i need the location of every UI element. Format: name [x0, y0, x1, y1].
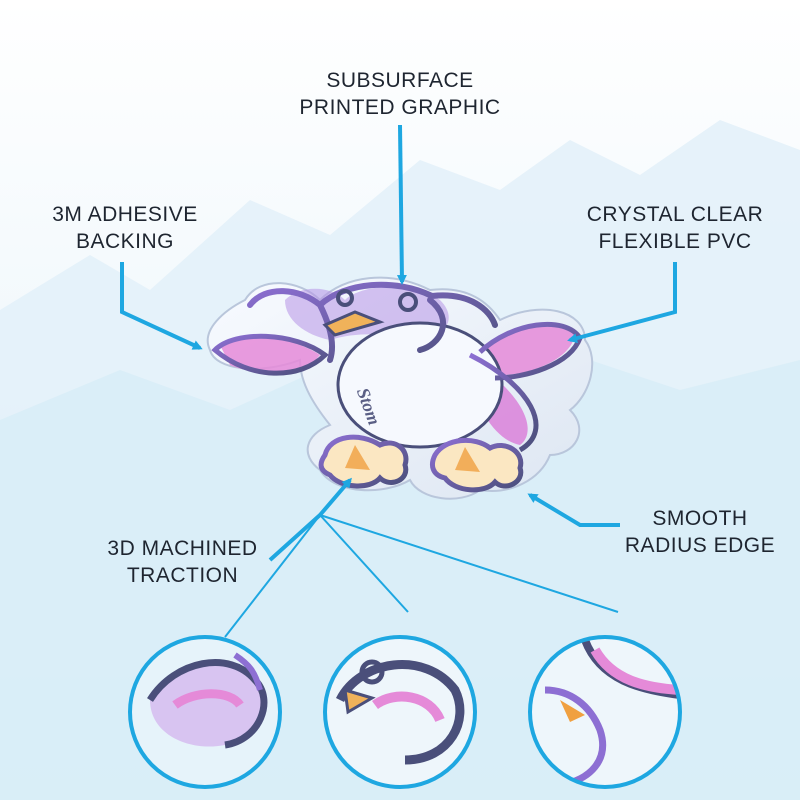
zoom-detail-2 [323, 635, 477, 789]
zoom-line-1 [224, 514, 321, 638]
traction-pad: Stom [206, 276, 594, 500]
callout-crystal-clear-pvc: CRYSTAL CLEAR FLEXIBLE PVC [560, 201, 790, 255]
callout-subsurface-line2: PRINTED GRAPHIC [299, 96, 501, 119]
right-foot [430, 437, 524, 493]
beak [322, 310, 385, 337]
callout-traction-line1: 3D MACHINED [107, 537, 258, 560]
callout-radius-line1: SMOOTH [652, 507, 748, 530]
ridge-outline [247, 281, 498, 363]
callout-subsurface-printed-graphic: SUBSURFACE PRINTED GRAPHIC [260, 67, 540, 121]
callout-arrows [120, 124, 677, 638]
arrow-radius [527, 493, 620, 527]
callout-traction-line2: TRACTION [126, 564, 239, 587]
callout-adhesive-line2: BACKING [75, 230, 175, 253]
arrow-pvc [567, 262, 677, 344]
zoom-detail-3 [528, 635, 682, 789]
arrow-adhesive [120, 262, 203, 350]
callout-3m-adhesive-backing: 3M ADHESIVE BACKING [20, 201, 230, 255]
left-eye [336, 289, 354, 307]
ridge-wing-left [211, 333, 329, 376]
right-foot-orange [455, 447, 480, 472]
ridge-body [468, 352, 539, 453]
callout-3d-machined-traction: 3D MACHINED TRACTION [80, 535, 285, 589]
callout-smooth-radius-edge: SMOOTH RADIUS EDGE [600, 505, 800, 559]
zoom-line-2 [319, 514, 409, 613]
left-wing-fill [220, 336, 320, 373]
callout-pvc-line2: FLEXIBLE PVC [598, 230, 752, 253]
left-foot-orange [345, 445, 370, 470]
right-eye [398, 292, 418, 312]
callout-adhesive-line1: 3M ADHESIVE [52, 203, 198, 226]
right-wing-fill [480, 326, 575, 375]
callout-radius-line2: RADIUS EDGE [624, 534, 776, 557]
arrow-subsurface [396, 124, 407, 285]
callout-pvc-line1: CRYSTAL CLEAR [586, 203, 764, 226]
callout-subsurface-line1: SUBSURFACE [326, 69, 474, 92]
belly [336, 321, 504, 449]
zoom-line-3 [319, 514, 619, 613]
zoom-detail-1 [128, 635, 282, 789]
